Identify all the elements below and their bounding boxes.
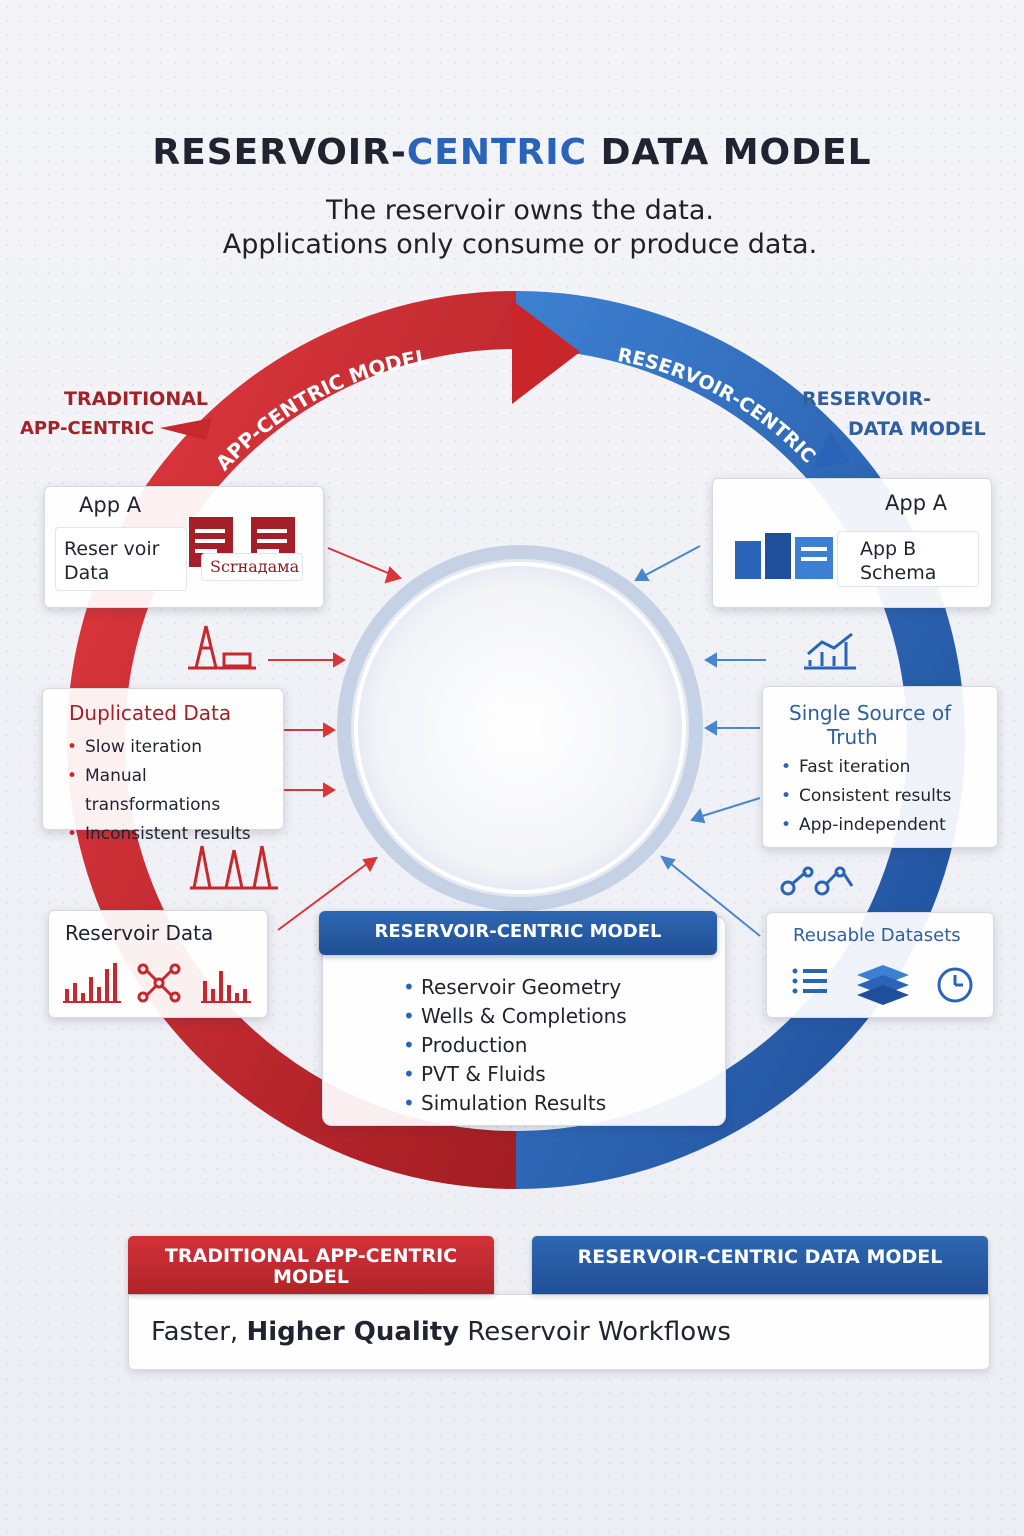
subtitle-line-2: Applications only consume or produce dat… [222, 229, 818, 260]
rig-icon-2 [190, 845, 278, 890]
bar-chart-icon [63, 963, 121, 1003]
robot-arm-icon [780, 866, 854, 896]
page-title: RESERVOIR-CENTRIC DATA MODEL [0, 132, 1024, 173]
list-item: PVT & Fluids [399, 1060, 627, 1089]
growth-chart-icon [804, 632, 856, 670]
clock-icon [937, 967, 973, 1003]
list-item: Wells & Completions [399, 1002, 627, 1031]
red-banner-line-1: TRADITIONAL APP-CENTRIC [164, 1245, 458, 1267]
dataset-icons [792, 965, 973, 1005]
left-arrow-head [160, 418, 212, 440]
reusable-datasets-title: Reusable Datasets [793, 925, 961, 946]
reservoir-label-line-2: DATA MODEL [848, 418, 986, 440]
reservoir-data-card: Reservoir Data [48, 910, 268, 1018]
list-icon [792, 968, 827, 994]
schema-tag-label: Scrнадама [210, 557, 300, 576]
single-source-card: Single Source of Truth Fast iteration Co… [762, 686, 998, 848]
core-inner-ring [354, 562, 686, 894]
network-icon [137, 963, 181, 1003]
right-app-card: App A App B Schema [712, 478, 992, 608]
red-connectors [268, 547, 402, 931]
reservoir-data-title: Reservoir Data [65, 921, 214, 945]
list-item: Reservoir Geometry [399, 973, 627, 1002]
title-accent: CENTRIC [406, 132, 588, 173]
top-arrow-head [512, 300, 580, 404]
center-model-card: RESERVOIR-CENTRIC MODEL Reservoir Geomet… [319, 911, 726, 1126]
list-item: Fast iteration [777, 753, 951, 782]
data-icons [63, 963, 251, 1003]
center-model-list: Reservoir Geometry Wells & Completions P… [399, 973, 627, 1118]
truth-title-line-2: Truth [827, 725, 878, 749]
reservoir-label-line-1: RESERVOIR- [802, 388, 932, 410]
bar-chart-icon-2 [201, 971, 251, 1003]
rig-icon [188, 625, 256, 670]
title-part-2: DATA MODEL [587, 132, 872, 173]
right-app-title: App A [885, 491, 948, 515]
footer-red-banner: TRADITIONAL APP-CENTRIC MODEL [128, 1236, 494, 1294]
traditional-label-line-1: TRADITIONAL [64, 388, 209, 410]
right-schema-line-2: Schema [860, 562, 937, 584]
footer-tagline: Faster, Higher Quality Reservoir Workflo… [151, 1317, 731, 1347]
list-item: Simulation Results [399, 1089, 627, 1118]
truth-title-line-1: Single Source of [789, 701, 952, 725]
left-data-box: Reser voir Data [55, 527, 187, 591]
list-item: App-independent [777, 811, 951, 840]
center-model-title: RESERVOIR-CENTRIC MODEL [374, 921, 662, 942]
tagline-bold: Higher Quality [246, 1317, 460, 1347]
right-schema-box: App B Schema [837, 531, 979, 587]
duplicated-data-title: Duplicated Data [69, 701, 232, 725]
layers-icon [857, 965, 909, 1005]
center-model-header: RESERVOIR-CENTRIC MODEL [319, 911, 717, 955]
list-item: Production [399, 1031, 627, 1060]
blue-banner-label: RESERVOIR-CENTRIC DATA MODEL [577, 1246, 943, 1268]
traditional-label-line-2: APP-CENTRIC [20, 418, 155, 439]
subtitle-line-1: The reservoir owns the data. [325, 195, 715, 226]
duplicated-data-list: Slow iteration Manual transformations In… [63, 733, 283, 849]
right-schema-line-1: App B [860, 538, 917, 560]
left-data-line-2: Data [64, 562, 110, 584]
bar-chart-icon [735, 533, 833, 579]
right-arrow-head [812, 430, 850, 470]
list-item: Inconsistent results [63, 820, 283, 849]
list-item: Consistent results [777, 782, 951, 811]
list-item: Slow iteration [63, 733, 283, 762]
reusable-datasets-card: Reusable Datasets [766, 912, 994, 1018]
tagline-part-1: Faster, [151, 1317, 247, 1347]
core-circle [337, 545, 703, 911]
schema-tag: Scrнадама [201, 553, 303, 581]
title-part-1: RESERVOIR- [152, 132, 407, 173]
blue-connectors [634, 545, 766, 937]
footer-tagline-box: Faster, Higher Quality Reservoir Workflo… [128, 1294, 990, 1370]
list-item: Manual transformations [63, 762, 283, 820]
left-app-card: App A Reser voir Data Scrнадама [44, 486, 324, 608]
duplicated-data-card: Duplicated Data Slow iteration Manual tr… [42, 688, 284, 849]
tagline-part-2: Reservoir Workflows [459, 1317, 731, 1347]
left-data-line-1: Reser voir [64, 538, 160, 560]
red-banner-line-2: MODEL [273, 1266, 349, 1288]
left-app-title: App A [79, 493, 142, 517]
truth-list: Fast iteration Consistent results App-in… [777, 753, 951, 840]
footer-blue-banner: RESERVOIR-CENTRIC DATA MODEL [532, 1236, 988, 1294]
